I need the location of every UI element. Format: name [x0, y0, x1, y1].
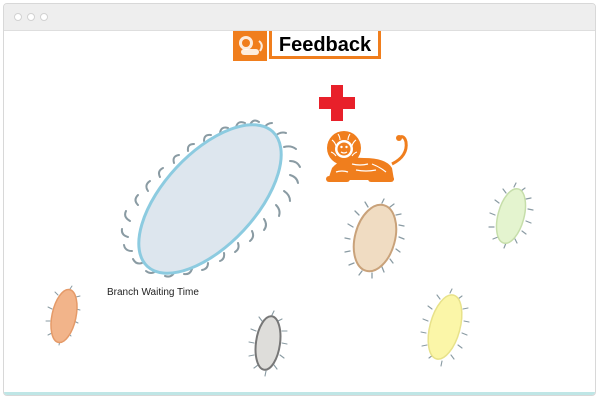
main-bacterium-label: Branch Waiting Time [107, 287, 199, 298]
window-titlebar [4, 4, 595, 31]
window-minimize-dot[interactable] [27, 13, 35, 21]
feedback-button[interactable]: Feedback [269, 31, 381, 59]
main-bacterium[interactable] [112, 117, 308, 283]
plus-icon [315, 81, 359, 125]
window-maximize-dot[interactable] [40, 13, 48, 21]
green-bacterium[interactable] [488, 181, 534, 251]
feedback-logo-icon [233, 31, 267, 61]
lion-logo-icon [322, 128, 414, 186]
gray-bacterium[interactable] [246, 309, 290, 379]
window-close-dot[interactable] [14, 13, 22, 21]
yellow-bacterium[interactable] [418, 287, 472, 369]
canvas-area: Feedback [4, 31, 595, 395]
tan-bacterium[interactable] [344, 197, 408, 279]
browser-window: Feedback [3, 3, 596, 396]
bottom-border [4, 392, 595, 395]
orange-bacterium[interactable] [44, 283, 84, 349]
